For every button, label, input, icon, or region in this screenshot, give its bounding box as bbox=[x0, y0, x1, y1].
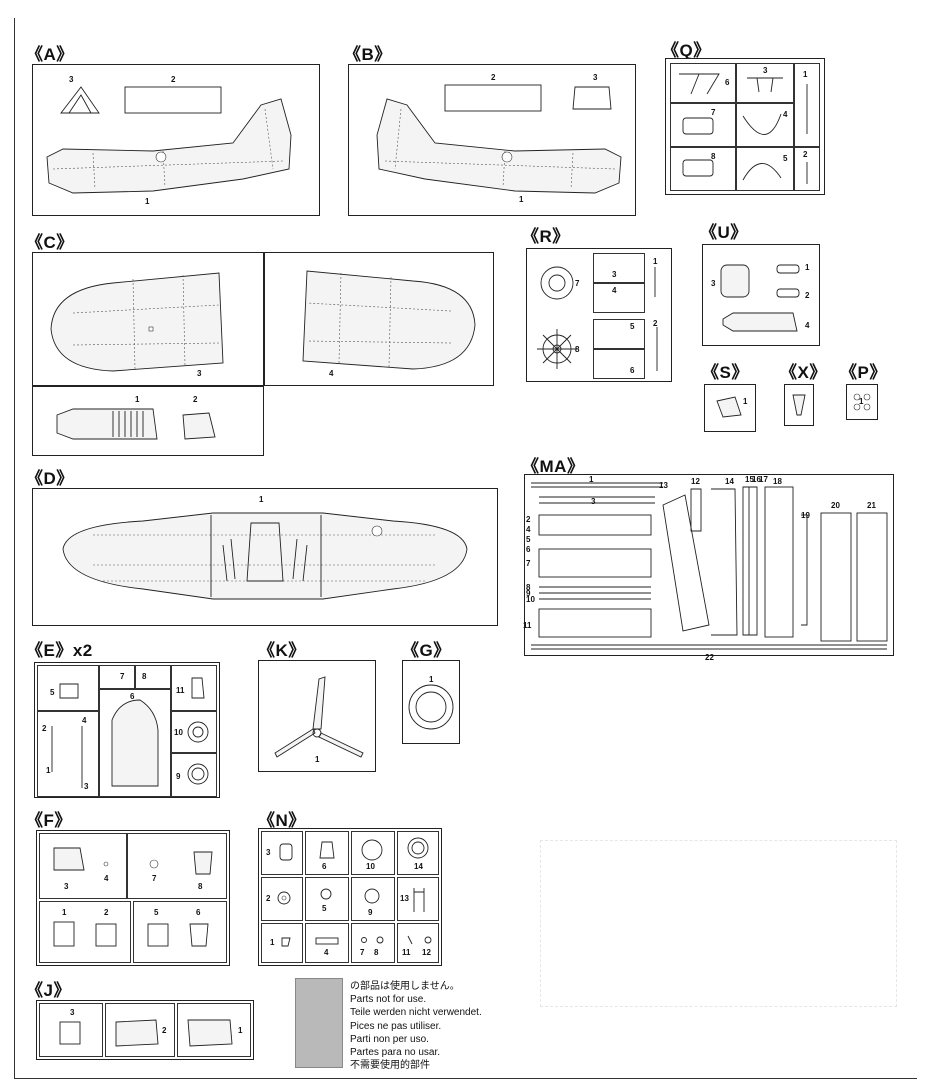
sprue-r-cell-6: 6 bbox=[593, 349, 645, 379]
legend-line-zh: 不需要使用的部件 bbox=[350, 1060, 430, 1072]
sprue-s: 1 bbox=[704, 384, 756, 432]
photo-etch-ma: 1 2 3 4 5 6 7 8 9 10 11 12 13 14 15 16 1… bbox=[523, 474, 894, 662]
section-label-s: 《S》 bbox=[702, 363, 749, 382]
section-label-b: 《B》 bbox=[344, 45, 392, 64]
faint-bleedthrough-area bbox=[540, 840, 897, 1007]
sprue-r-cell-3: 3 bbox=[593, 253, 645, 283]
sprue-f: 3 4 7 8 1 2 5 6 bbox=[36, 830, 230, 966]
sprue-a-part-3: 3 bbox=[69, 75, 74, 84]
sprue-r-part-1: 1 bbox=[653, 257, 658, 266]
sprue-r-cell-4: 4 bbox=[593, 283, 645, 313]
sprue-r-part-2: 2 bbox=[653, 319, 658, 328]
sprue-x bbox=[784, 384, 814, 426]
sprue-c-part-4: 4 bbox=[329, 369, 334, 378]
sprue-g: 1 bbox=[402, 660, 460, 744]
sprue-e: 5 7 8 11 2 4 1 3 6 10 9 bbox=[34, 662, 220, 798]
section-label-d: 《D》 bbox=[26, 469, 74, 488]
sprue-a-drawing bbox=[46, 86, 292, 194]
legend-line-es: Partes para no usar. bbox=[350, 1047, 441, 1059]
section-label-f: 《F》 bbox=[26, 811, 72, 830]
sprue-u: 3 1 2 4 bbox=[702, 244, 820, 346]
sprue-q-cell-7: 7 bbox=[670, 103, 736, 147]
sprue-b-part-3: 3 bbox=[593, 73, 598, 82]
section-label-n: 《N》 bbox=[258, 811, 306, 830]
sprue-q-cell-8: 8 bbox=[670, 147, 736, 191]
not-for-use-swatch bbox=[295, 978, 343, 1068]
sprue-q: 6 3 1 7 4 8 5 2 bbox=[665, 58, 825, 195]
section-label-g: 《G》 bbox=[402, 641, 451, 660]
sprue-c-part-1: 1 bbox=[135, 395, 140, 404]
section-label-a: 《A》 bbox=[26, 45, 74, 64]
sprue-q-cell-2: 2 bbox=[794, 147, 820, 191]
sprue-b-part-2: 2 bbox=[491, 73, 496, 82]
section-label-j: 《J》 bbox=[26, 981, 71, 1000]
sprue-b: 2 3 1 bbox=[348, 64, 636, 216]
sprue-b-part-1: 1 bbox=[519, 195, 524, 204]
section-label-u: 《U》 bbox=[700, 223, 748, 242]
sprue-q-cell-1: 1 bbox=[794, 63, 820, 147]
sprue-r: 3 4 5 6 7 8 1 2 bbox=[526, 248, 672, 382]
section-label-r: 《R》 bbox=[522, 227, 570, 246]
legend-line-it: Parti non per uso. bbox=[350, 1033, 429, 1045]
section-label-q: 《Q》 bbox=[662, 41, 711, 60]
sprue-c-part-2: 2 bbox=[193, 395, 198, 404]
legend-line-de: Teile werden nicht verwendet. bbox=[350, 1007, 482, 1019]
sprue-q-cell-6: 6 bbox=[670, 63, 736, 103]
sprue-a-part-1: 1 bbox=[145, 197, 150, 206]
section-label-x: 《X》 bbox=[780, 363, 827, 382]
sprue-c-bottom: 1 2 bbox=[32, 386, 264, 456]
sprue-d: 1 bbox=[32, 488, 498, 626]
section-label-p: 《P》 bbox=[840, 363, 887, 382]
sprue-r-cell-5: 5 bbox=[593, 319, 645, 349]
section-label-k: 《K》 bbox=[258, 641, 306, 660]
section-label-c: 《C》 bbox=[26, 233, 74, 252]
sprue-a-part-2: 2 bbox=[171, 75, 176, 84]
legend-line-jp: の部品は使用しません。 bbox=[350, 981, 460, 992]
sprue-q-cell-5: 5 bbox=[736, 147, 794, 191]
sprue-r-part-8: 8 bbox=[575, 345, 580, 354]
sprue-c-right: 4 bbox=[264, 252, 494, 386]
sprue-c-left: 3 bbox=[32, 252, 264, 386]
section-label-ma: 《MA》 bbox=[522, 457, 585, 476]
sprue-j: 3 2 1 bbox=[36, 1000, 254, 1060]
sprue-a: 3 2 1 bbox=[32, 64, 320, 216]
section-label-e: 《E》x2 bbox=[26, 641, 93, 660]
legend-line-fr: Pices ne pas utiliser. bbox=[350, 1020, 442, 1032]
sprue-b-drawing bbox=[376, 84, 622, 194]
not-for-use-legend: の部品は使用しません。 Parts not for use. Teile wer… bbox=[350, 980, 482, 1072]
legend-line-en: Parts not for use. bbox=[350, 994, 427, 1006]
sprue-k: 1 bbox=[258, 660, 376, 772]
sprue-p: 1 bbox=[846, 384, 878, 420]
sheet-frame bbox=[14, 18, 917, 1079]
sprue-r-part-7: 7 bbox=[575, 279, 580, 288]
sprue-d-part-1: 1 bbox=[259, 495, 264, 504]
sprue-q-cell-4: 4 bbox=[736, 103, 794, 147]
sprue-c-part-3: 3 bbox=[197, 369, 202, 378]
sprue-q-cell-3: 3 bbox=[736, 63, 794, 103]
